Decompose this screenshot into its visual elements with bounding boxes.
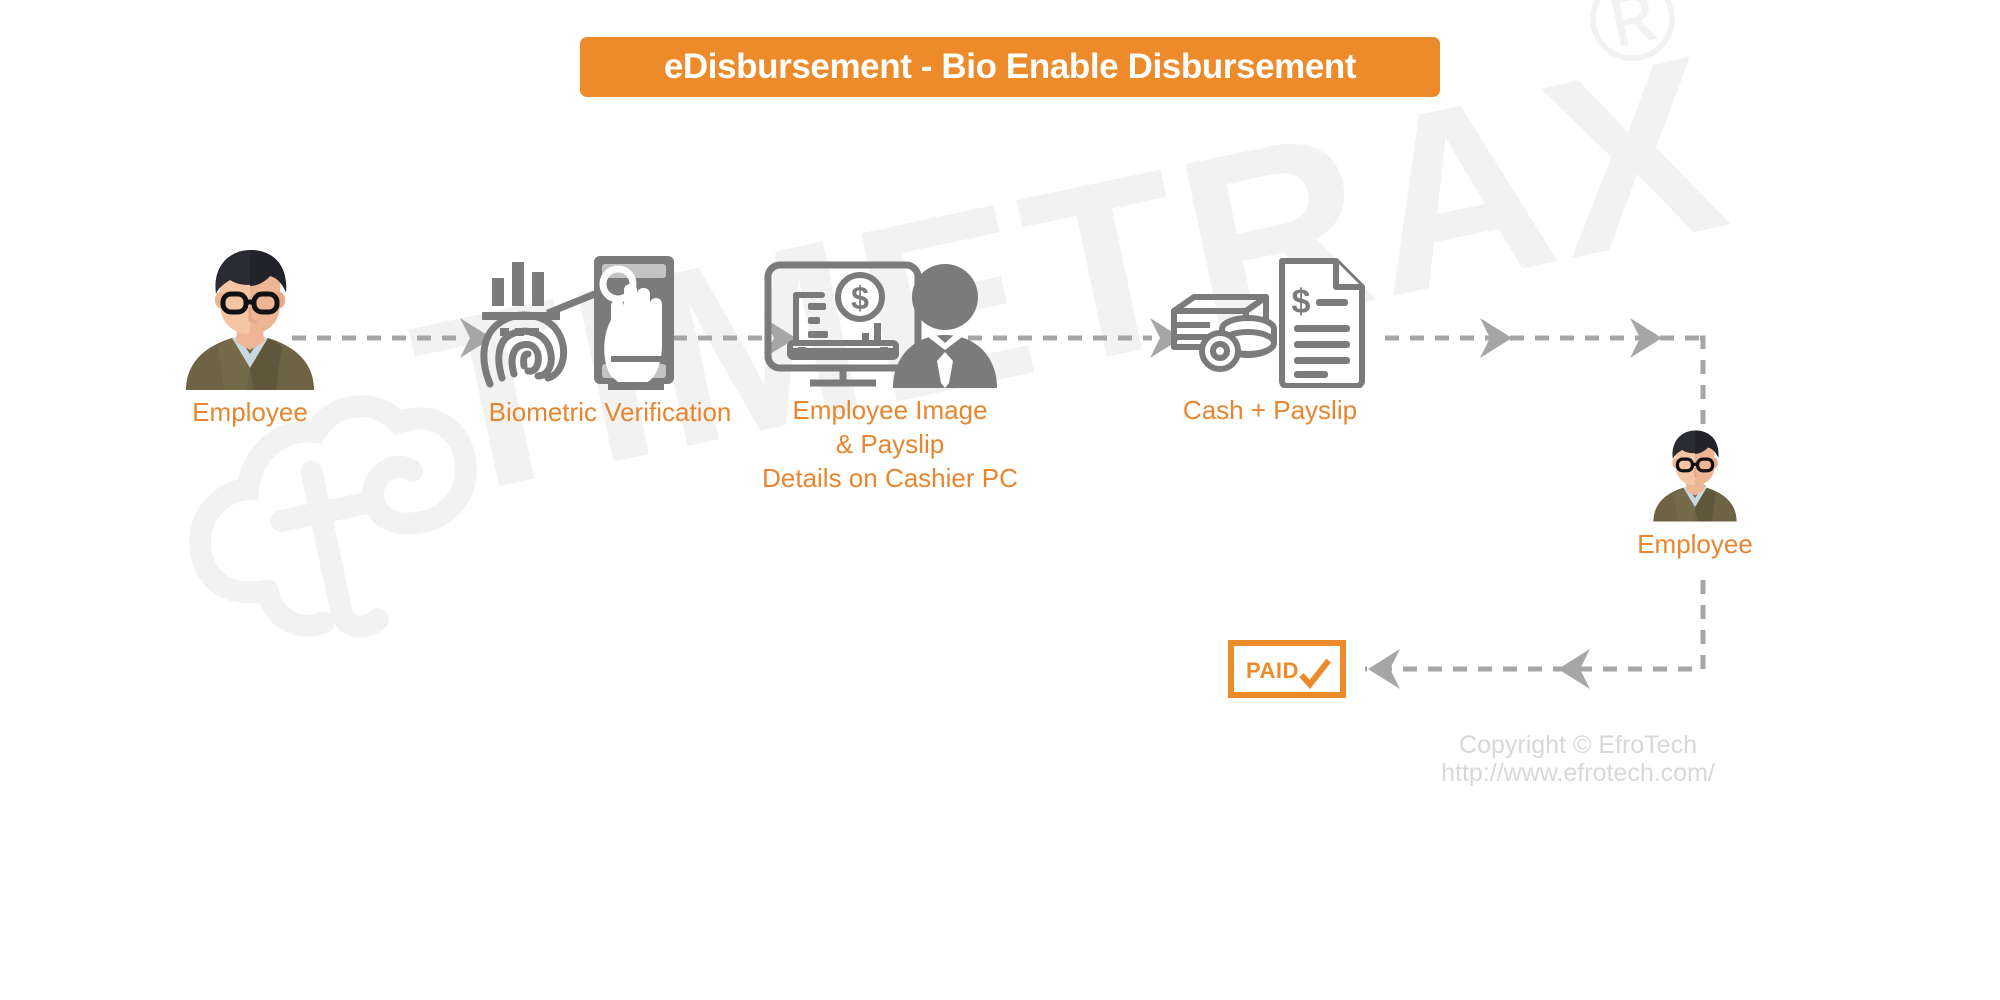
node-label-cashier: Employee Image & Payslip Details on Cash… [760,394,1020,495]
node-label-cash: Cash + Payslip [1182,395,1358,425]
connector-biometric-to-cashier [648,318,796,358]
connector-employee2-to-paid [1365,580,1706,689]
node-label-cashier-line-3: Details on Cashier PC [762,462,1018,493]
employee-avatar-icon [186,250,314,390]
paid-label: PAID [1246,658,1299,683]
employee-avatar-icon [1653,430,1737,522]
node-cash-payslip: $ Cash + Payslip [1170,255,1370,428]
node-label-employee-1: Employee [192,397,308,427]
node-label-employee-2: Employee [1637,529,1753,559]
page-title: eDisbursement - Bio Enable Disbursement [663,47,1357,86]
connector-employee-to-biometric [292,318,492,358]
node-cashier-pc: $ Employee Image & Payslip Details on Ca… [760,255,1020,495]
cash-payslip-icon: $ [1171,258,1365,388]
node-label-cashier-line-2: & Payslip [835,428,945,459]
fingerprint-scanner-icon [480,256,674,390]
page-title-banner: eDisbursement - Bio Enable Disbursement [580,37,1440,97]
copyright-url: http://www.efrotech.com/ [1441,759,1715,787]
svg-text:$: $ [851,280,869,316]
check-mark-icon [1299,658,1331,689]
node-employee-2: Employee [1630,430,1760,562]
copyright-text: Copyright © EfroTech [1459,731,1697,759]
connector-cashier-to-cash [968,318,1182,358]
status-badge-paid: PAID [1228,640,1346,698]
node-employee-1: Employee [150,250,350,430]
connector-cash-to-employee2 [1385,318,1706,510]
copyright-block: Copyright © EfroTech http://www.efrotech… [1418,731,1738,787]
monitor-cashier-icon: $ [764,261,997,388]
node-label-biometric: Biometric Verification [488,397,732,427]
svg-text:$: $ [1292,283,1311,321]
node-biometric-verification: Biometric Verification [470,248,750,430]
node-label-cashier-line-1: Employee Image [792,395,988,425]
